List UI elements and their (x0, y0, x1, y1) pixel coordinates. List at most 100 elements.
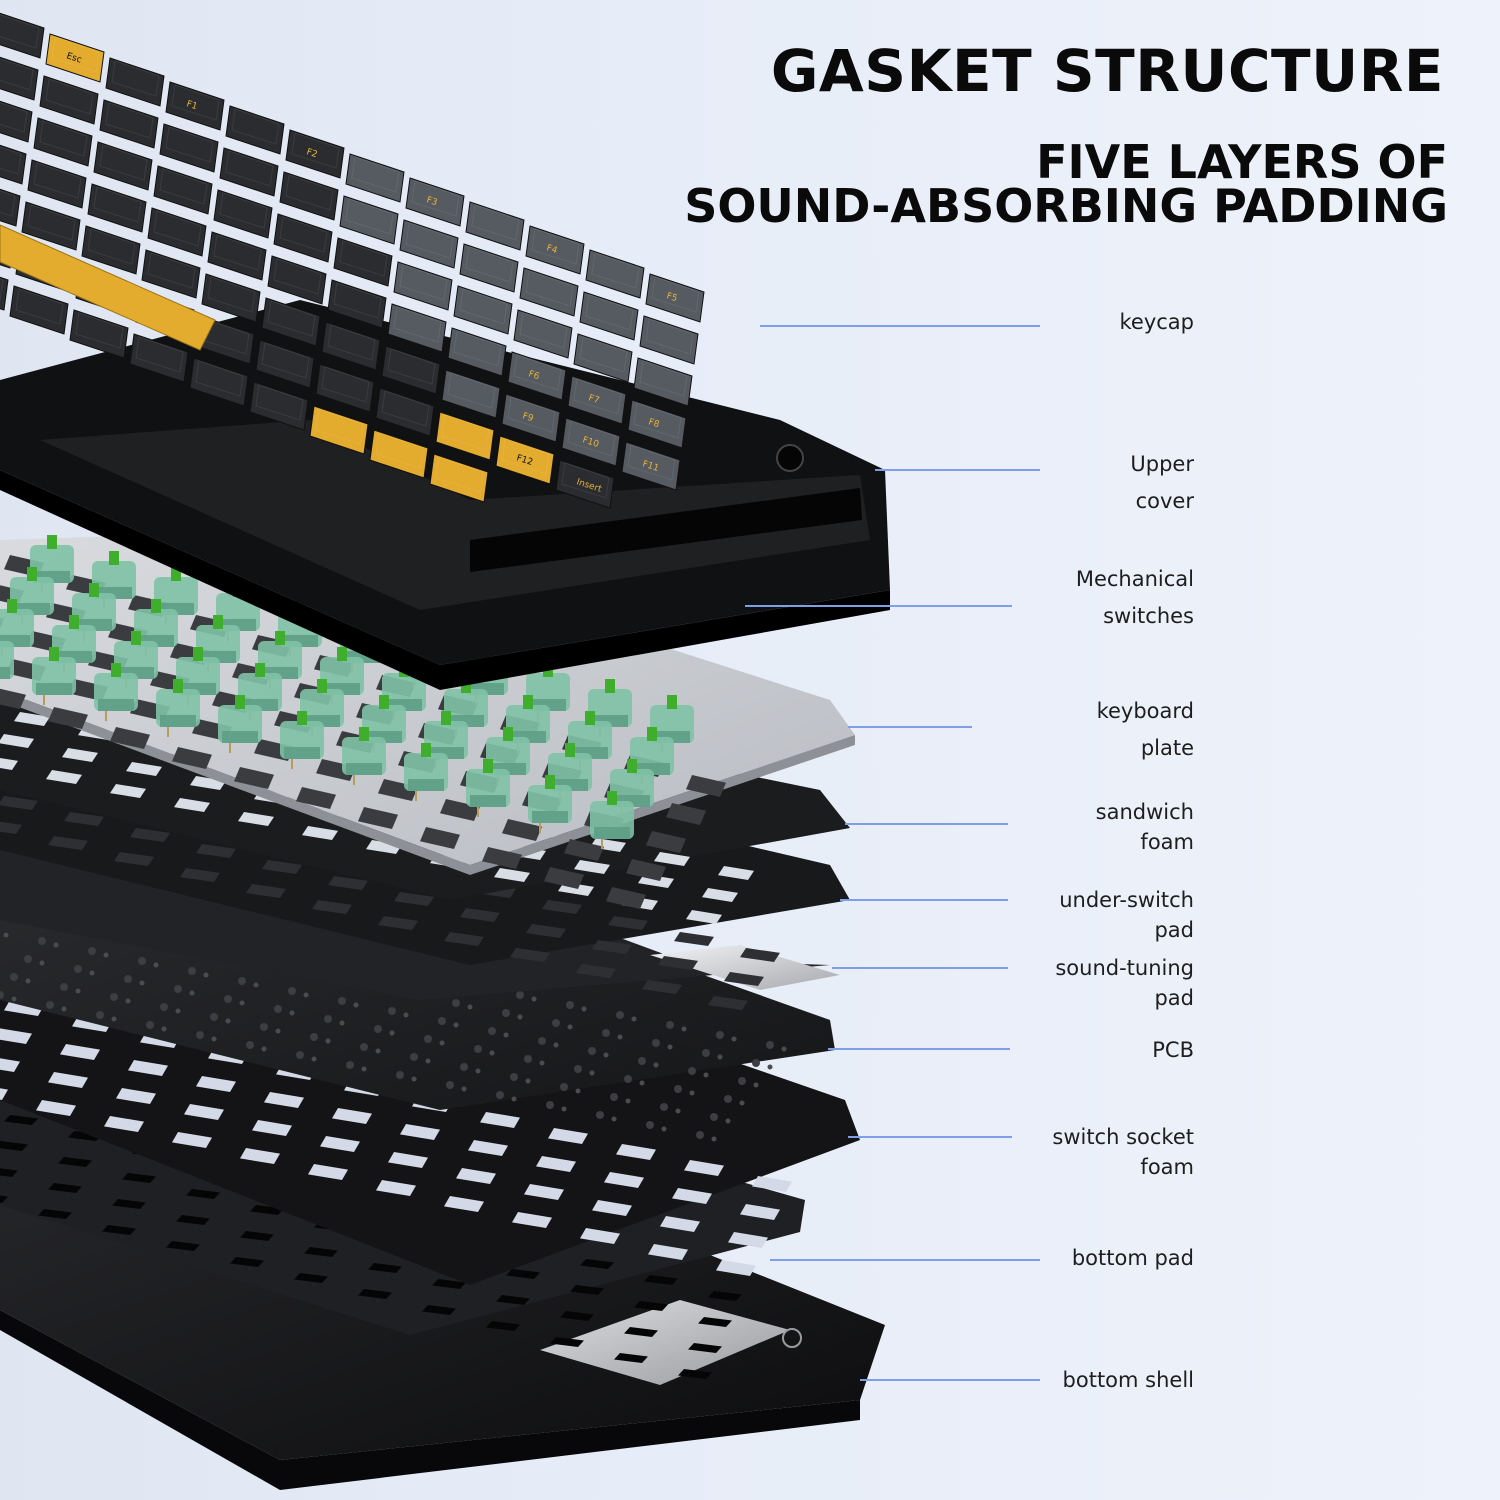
socket-foam-cutout (400, 1124, 440, 1140)
bottom-pad-hole (166, 1241, 200, 1251)
switch-stem (627, 759, 637, 773)
pcb-solder-pad (438, 1017, 446, 1025)
pcb-solder-pad (538, 1037, 546, 1045)
keycap-top (51, 36, 100, 73)
keycap-top (525, 270, 574, 307)
keycap (93, 141, 153, 191)
pcb-solder-pad (88, 947, 96, 955)
keycap-top (441, 414, 490, 451)
keycap (309, 405, 369, 455)
keycap (579, 291, 639, 341)
sandwich-foam-hole (238, 812, 274, 826)
bottom-pad-hole (698, 1317, 732, 1327)
label-under-switch-pad: under-switch pad (1059, 885, 1194, 945)
switch-stem (545, 775, 555, 789)
pcb-solder-pad (710, 1113, 718, 1121)
pcb-solder-pad (125, 998, 131, 1004)
page-title: GASKET STRUCTURE (770, 37, 1444, 105)
mechanical-switch (176, 647, 220, 705)
keycap: Insert (555, 459, 615, 509)
plate-switch-cutout (606, 887, 646, 909)
switch-base (160, 715, 196, 727)
pcb-solder-pad (724, 1095, 732, 1103)
pcb-solder-pad (310, 1033, 318, 1041)
switch-stem (441, 711, 451, 725)
pcb-solder-pad (460, 1063, 468, 1071)
pcb-solder-pad (189, 990, 195, 996)
mechanical-switch (156, 679, 200, 737)
subtitle-line-1: FIVE LAYERS OF (1036, 135, 1448, 189)
bottom-pad-hole (560, 1311, 594, 1321)
under-switch-pad-hole (608, 916, 648, 930)
keycap-top (327, 324, 376, 361)
keycap (339, 195, 399, 245)
under-switch-pad-hole (674, 932, 714, 946)
pcb-solder-pad (225, 1018, 231, 1024)
socket-foam-cutout (740, 1204, 780, 1220)
pcb-solder-pad (675, 1108, 681, 1114)
keycap-top (435, 456, 484, 493)
keycap-top (75, 312, 124, 349)
keycap-top (279, 216, 328, 253)
label-sound-tuning-pad-line-2: pad (1154, 986, 1194, 1010)
keycap-top (261, 342, 310, 379)
socket-foam-cutout (36, 1100, 76, 1116)
keycap-top (501, 438, 550, 475)
label-sandwich-foam-line-1: sandwich (1095, 800, 1194, 824)
keycap (87, 183, 147, 233)
switch-base (532, 811, 568, 823)
bottom-pad-hole (176, 1215, 210, 1225)
socket-foam-cutout (376, 1180, 416, 1196)
plate-switch-cutout (626, 859, 666, 881)
keycap (261, 297, 321, 347)
keycap-top (285, 174, 334, 211)
keycap (201, 273, 261, 323)
pcb-solder-pad (725, 1118, 731, 1124)
keycap-top (105, 102, 154, 139)
keycap (225, 105, 285, 155)
keycap-legend: F4 (545, 243, 559, 256)
mechanical-switch (32, 647, 76, 705)
label-keyboard-plate-line-2: plate (1140, 736, 1194, 760)
pcb-solder-pad (581, 1006, 587, 1012)
pcb-solder-pad (111, 1016, 117, 1022)
label-sound-tuning-pad: sound-tuning pad (1055, 953, 1194, 1013)
socket-foam-cutout (580, 1228, 620, 1244)
bottom-pad-hole (112, 1199, 146, 1209)
bottom-pad-hole (58, 1157, 92, 1167)
under-switch-pad-hole (130, 828, 170, 842)
pcb-solder-pad (153, 962, 159, 968)
under-switch-pad-hole (246, 884, 286, 898)
label-bottom-pad: bottom pad (1072, 1243, 1194, 1273)
label-upper-cover-line-1: Upper (1130, 452, 1194, 476)
pcb-solder-pad (110, 993, 118, 1001)
pcb-solder-pad (11, 996, 17, 1002)
pcb-solder-pad (517, 1014, 523, 1020)
pcb-solder-pad (646, 1121, 654, 1129)
label-switch-socket-foam-line-1: switch socket (1052, 1125, 1194, 1149)
pcb-solder-pad (224, 995, 232, 1003)
pcb-solder-pad (89, 970, 95, 976)
keycap-legend: F10 (581, 435, 600, 450)
switch-stem (27, 567, 37, 581)
keycap (0, 188, 21, 227)
switch-stem (297, 711, 307, 725)
keycap: F7 (567, 375, 627, 425)
pcb-solder-pad (560, 1083, 568, 1091)
keycap (399, 219, 459, 269)
sandwich-foam-hole (110, 784, 146, 798)
pcb-solder-pad (246, 1041, 254, 1049)
pcb-solder-pad (74, 965, 82, 973)
under-switch-pad-hole (576, 964, 616, 978)
pcb-solder-pad (596, 1111, 604, 1119)
keycap (381, 345, 441, 395)
pcb-solder-pad (531, 996, 537, 1002)
keycap (129, 333, 189, 383)
sandwich-foam-hole (654, 852, 690, 866)
label-under-switch-pad-line-2: pad (1154, 918, 1194, 942)
keycap (0, 144, 27, 185)
keycap: F11 (621, 441, 681, 491)
switch-base (284, 747, 320, 759)
keycap-top (345, 198, 394, 235)
